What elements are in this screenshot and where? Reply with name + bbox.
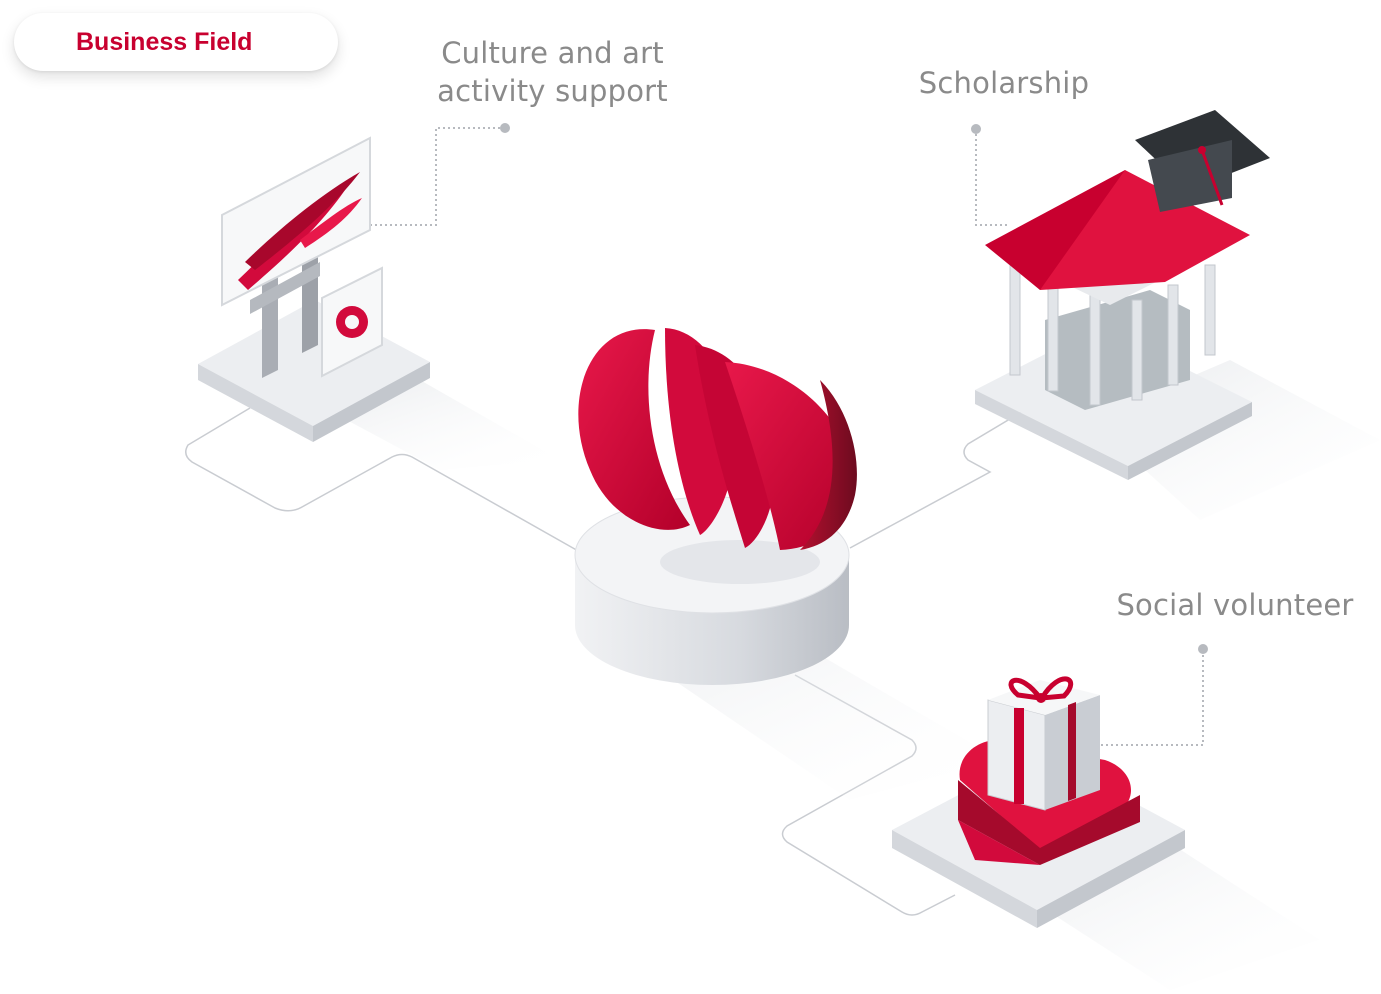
gift-bow-left [1008, 677, 1046, 702]
culture-platform-right [313, 362, 430, 442]
billboard-icon [198, 136, 560, 470]
social-platform-left [892, 830, 1037, 928]
column-3 [1089, 289, 1101, 406]
leader-culture [365, 127, 505, 226]
leader-dots [500, 123, 1208, 654]
connector-culture [185, 407, 581, 553]
logo-petal-4 [725, 362, 856, 550]
culture-label-line2: activity support [437, 74, 668, 108]
columns [1009, 259, 1216, 406]
billboard-post-left [262, 254, 278, 378]
university-icon [975, 110, 1380, 520]
column-6 [1204, 264, 1216, 356]
grad-cap-tassel [1200, 149, 1224, 206]
logo-petal-1 [578, 329, 690, 530]
logo-petal-4-side [800, 380, 857, 550]
leader-social [1100, 650, 1204, 746]
culture-label: Culture and art activity support [420, 34, 685, 110]
billboard-brush-3 [300, 198, 362, 248]
leader-dot-social [1198, 644, 1208, 654]
heart-side [958, 780, 1140, 865]
center-drum-inner [660, 540, 820, 584]
culture-label-line1: Culture and art [441, 36, 664, 70]
scholar-platform-right [1128, 402, 1252, 480]
culture-platform-left [198, 364, 313, 442]
scholar-platform-left [975, 390, 1128, 480]
social-volunteer-label: Social volunteer [1116, 588, 1354, 622]
scholarship-label: Scholarship [918, 66, 1090, 100]
leader-lines [365, 127, 1204, 746]
gift-bow-knot [1036, 693, 1046, 703]
business-field-badge: Business Field [14, 13, 338, 71]
leader-dot-culture [500, 123, 510, 133]
column-1 [1009, 259, 1021, 376]
social-platform-right [1037, 830, 1185, 928]
brand-logo-icon [574, 328, 1000, 800]
books-stack [1045, 290, 1190, 410]
gift-ribbon-vertical [1014, 708, 1024, 804]
gift-ribbon-side [1068, 702, 1076, 801]
column-2 [1047, 275, 1059, 392]
billboard-post-right [302, 234, 318, 353]
grad-cap-base [1148, 140, 1232, 212]
roof-right [1040, 170, 1250, 290]
billboard-beam [250, 262, 320, 314]
column-5 [1167, 284, 1179, 386]
connector-scholarship [849, 409, 1026, 549]
gift-heart-icon [892, 676, 1320, 990]
grad-cap-button [1198, 146, 1206, 154]
column-4 [1131, 299, 1143, 401]
leader-scholarship [975, 129, 1010, 226]
gift-bow-right [1037, 676, 1074, 701]
heart-point [958, 820, 1040, 865]
billboard-brush-2 [245, 172, 360, 270]
leader-dot-scholarship [971, 124, 981, 134]
sign-logo-inner [345, 315, 359, 329]
